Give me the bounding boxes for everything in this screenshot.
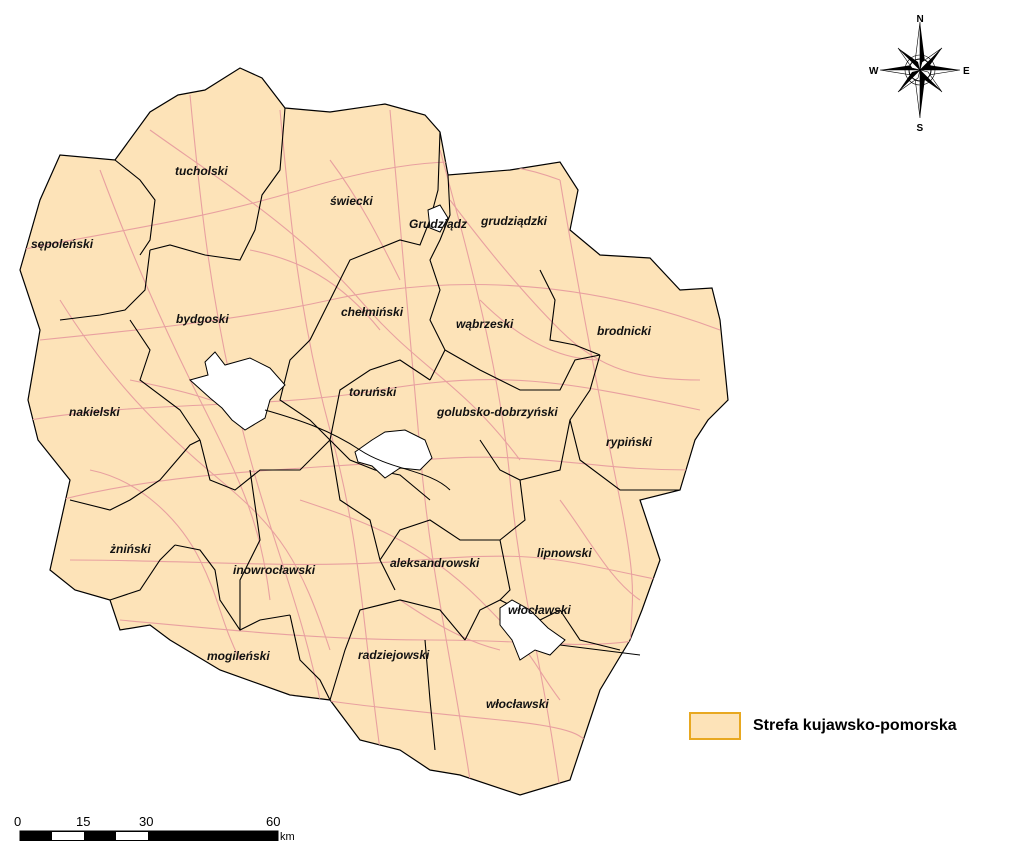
county-label-zninski: żniński (109, 542, 151, 556)
compass-north-label: N (917, 14, 924, 25)
county-label-inowroclawski: inowrocławski (233, 563, 316, 577)
county-label-lipnowski: lipnowski (537, 546, 592, 560)
river-line-east (559, 644, 641, 656)
county-label-mogilenski: mogileński (207, 649, 270, 663)
county-label-chelminski: chełmiński (341, 305, 404, 319)
county-labels: tucholski świecki Grudziądz grudziądzki … (31, 164, 653, 711)
county-label-sepolenski: sępoleński (31, 237, 94, 251)
county-label-golubsko: golubsko-dobrzyński (436, 405, 558, 419)
scale-bar: 0 15 30 60 km (14, 814, 295, 841)
county-label-grudziadz: Grudziądz (409, 217, 467, 231)
legend-label: Strefa kujawsko-pomorska (753, 717, 957, 734)
compass-west-label: W (869, 66, 879, 77)
region-outline (19, 67, 729, 796)
scale-unit: km (280, 831, 295, 841)
county-label-nakielski: nakielski (69, 405, 120, 419)
city-hole-bydgoszcz (188, 351, 286, 431)
city-hole-grudziadz (427, 204, 449, 233)
county-label-tucholski: tucholski (175, 164, 228, 178)
legend-swatch (689, 712, 741, 740)
county-label-wloclawski-city: włocławski (508, 603, 571, 617)
scale-tick-60: 60 (266, 814, 280, 829)
county-label-wloclawski: włocławski (486, 697, 549, 711)
scale-tick-0: 0 (14, 814, 21, 829)
county-label-grudziadzki: grudziądzki (480, 214, 548, 228)
county-boundaries (59, 107, 680, 751)
city-holes (188, 204, 566, 661)
legend: Strefa kujawsko-pomorska (689, 712, 957, 740)
compass-south-label: S (917, 123, 924, 134)
county-label-brodnicki: brodnicki (597, 324, 652, 338)
scale-tick-15: 15 (76, 814, 90, 829)
county-label-wabrzeski: wąbrzeski (456, 317, 514, 331)
county-label-rypinski: rypiński (606, 435, 653, 449)
scale-tick-30: 30 (139, 814, 153, 829)
county-label-torunski: toruński (349, 385, 397, 399)
compass-rose-icon: N S W E (869, 14, 970, 134)
county-label-radziejowski: radziejowski (358, 648, 430, 662)
county-label-aleksandrowski: aleksandrowski (390, 556, 480, 570)
city-hole-wloclawek (499, 599, 566, 661)
compass-east-label: E (963, 66, 970, 77)
county-label-swiecki: świecki (330, 194, 373, 208)
river-line (264, 409, 451, 491)
county-label-bydgoski: bydgoski (176, 312, 229, 326)
city-hole-torun (354, 429, 433, 479)
